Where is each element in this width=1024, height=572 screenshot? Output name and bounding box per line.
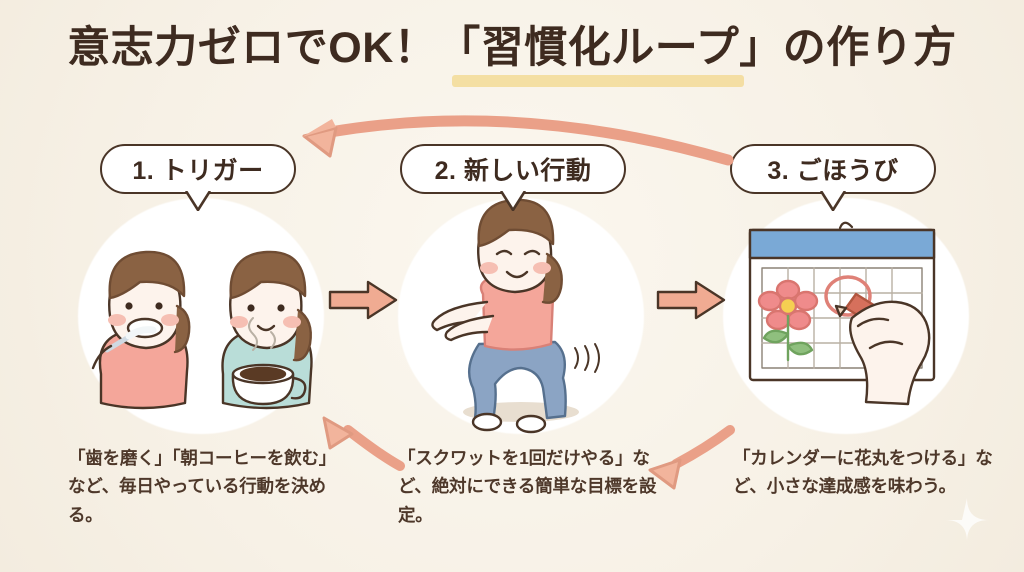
sparkle-bottom-right	[945, 498, 989, 542]
title-block: 意志力ゼロでOK！「習慣化ループ」の作り方	[0, 24, 1024, 73]
illustration-teeth-brushing-and-morning-coffee	[91, 250, 313, 410]
step-bubble-tail-1	[185, 191, 211, 211]
panel-step-1	[55, 198, 345, 434]
step-bubble-tail-3	[820, 191, 846, 211]
step-bubble-3[interactable]: 3. ごほうび	[730, 144, 936, 194]
step-bubble-2[interactable]: 2. 新しい行動	[400, 144, 626, 194]
step-caption-3: 「カレンダーに花丸をつける」など、小さな達成感を味わう。	[733, 448, 993, 497]
panel-step-3	[700, 198, 990, 434]
title-highlight-underline	[452, 75, 744, 87]
step-bubble-tail-2	[500, 191, 526, 211]
panel-step-2	[375, 198, 665, 434]
step-caption-1: 「歯を磨く」「朝コーヒーを飲む」など、毎日やっている行動を決める。	[68, 448, 337, 525]
step-bubble-1[interactable]: 1. トリガー	[100, 144, 296, 194]
step-caption-2: 「スクワットを1回だけやる」など、絶対にできる簡単な目標を設定。	[398, 448, 657, 525]
illustration-person-doing-squat	[431, 198, 600, 434]
page-title: 意志力ゼロでOK！「習慣化ループ」の作り方	[67, 24, 957, 72]
illustration-calendar-with-flower-and-hand	[748, 221, 936, 406]
